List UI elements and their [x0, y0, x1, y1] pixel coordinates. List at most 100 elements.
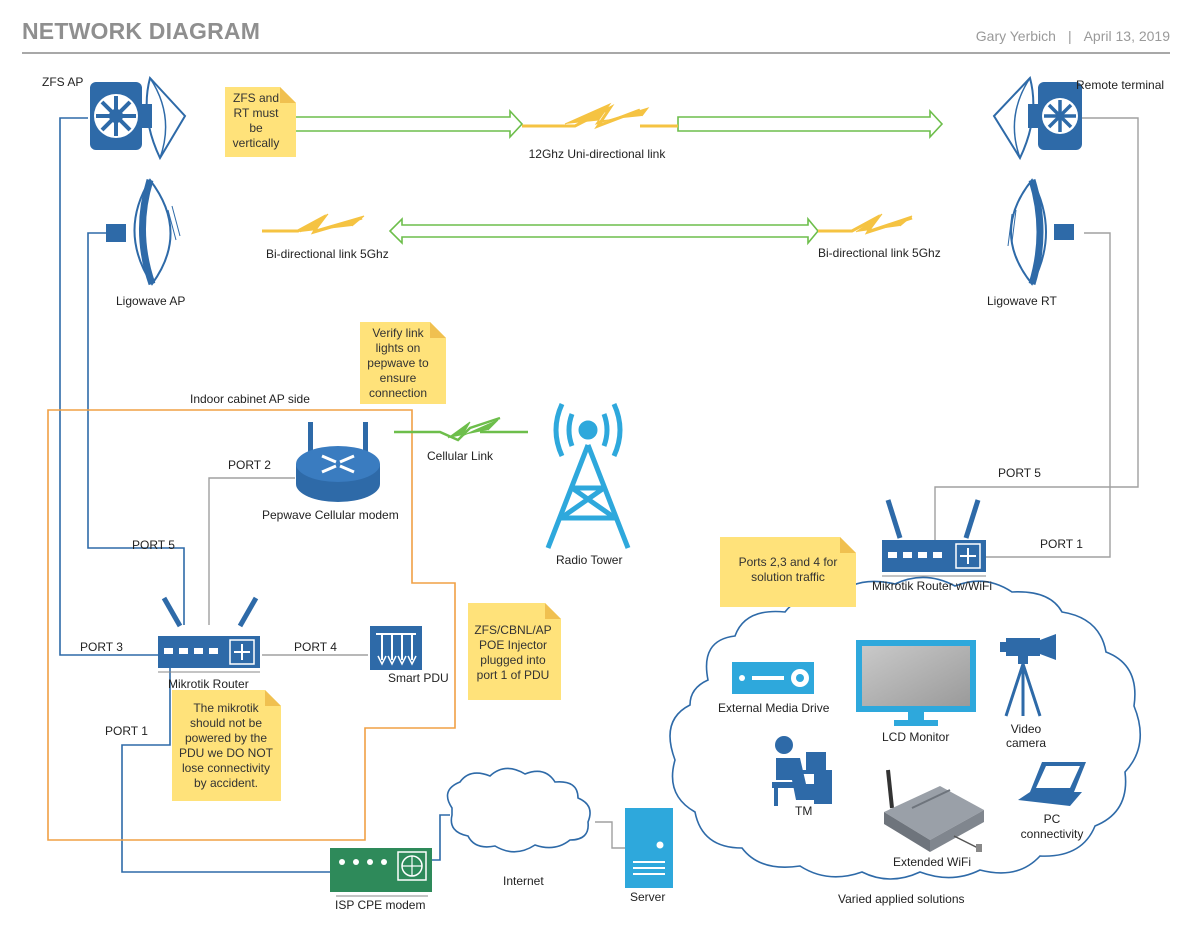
- remote-terminal-dish-icon: [992, 76, 1082, 161]
- port4-label: PORT 4: [294, 640, 337, 654]
- ligowave-rt-cable: [985, 232, 1111, 558]
- varied-solutions-label: Varied applied solutions: [838, 892, 965, 906]
- note-line: ZFS and: [233, 91, 279, 105]
- note-line: lose connectivity: [182, 761, 270, 775]
- note-line: powered by the: [185, 731, 267, 745]
- note-verify-link-text: Verify link lights on pepwave to ensure …: [367, 326, 429, 400]
- uni-link-label: 12Ghz Uni-directional link: [529, 147, 667, 161]
- note-zfs-rt-text: ZFS and RT must be vertically: [233, 91, 280, 150]
- note-line: connection: [369, 386, 427, 400]
- note-line: plugged into: [480, 653, 546, 667]
- radio-tower-label: Radio Tower: [556, 553, 622, 567]
- connections: [47, 117, 1139, 873]
- meta-separator: |: [1067, 28, 1072, 44]
- lcd-monitor-label: LCD Monitor: [882, 730, 949, 744]
- ligowave-rt-dish-icon: [1007, 178, 1074, 286]
- mikrotik-router-label: Mikrotik Router: [168, 677, 249, 691]
- note-line: ensure: [380, 371, 417, 385]
- ligowave-ap-dish-icon: [106, 178, 181, 286]
- internet-cloud-icon: [446, 767, 591, 853]
- pc-label-2: connectivity: [1021, 827, 1084, 841]
- ligowave-ap-label: Ligowave AP: [116, 294, 185, 308]
- zfs-ap-cable: [59, 117, 160, 656]
- title-divider: [22, 52, 1170, 54]
- note-line: pepwave to: [367, 356, 429, 370]
- pepwave-label: Pepwave Cellular modem: [262, 508, 399, 522]
- external-drive-label: External Media Drive: [718, 701, 830, 715]
- note-line: Ports 2,3 and 4 for: [739, 555, 838, 569]
- video-camera-icon: [1000, 634, 1056, 717]
- external-media-drive-icon: [732, 662, 814, 694]
- isp-cpe-label: ISP CPE modem: [335, 898, 425, 912]
- author: Gary Yerbich: [975, 28, 1056, 44]
- radio-tower-icon: [545, 402, 631, 549]
- port1-left-label: PORT 1: [105, 724, 148, 738]
- note-mikrotik-power: [172, 690, 281, 801]
- internet-server-cable: [595, 821, 625, 849]
- note-poe-injector-text: ZFS/CBNL/AP POE Injector plugged into po…: [474, 623, 551, 682]
- video-camera-label-2: camera: [1006, 736, 1046, 750]
- cellular-link: [394, 416, 528, 442]
- mikrotik-wifi-router-icon: [882, 499, 986, 577]
- extended-wifi-icon: [884, 769, 984, 852]
- note-line: PDU we DO NOT: [179, 746, 274, 760]
- bi-link-right-label: Bi-directional link 5Ghz: [818, 246, 941, 260]
- pepwave-cable: [208, 477, 295, 625]
- cpe-internet-cable: [432, 814, 450, 861]
- port3-label: PORT 3: [80, 640, 123, 654]
- note-mikrotik-power-text: The mikrotik should not be powered by th…: [179, 701, 274, 790]
- smart-pdu-icon: [370, 626, 422, 670]
- video-camera-label-1: Video: [1011, 722, 1042, 736]
- note-verify-link: [360, 322, 446, 404]
- remote-terminal-cable: [934, 117, 1139, 540]
- date: April 13, 2019: [1083, 28, 1170, 44]
- smart-pdu-label: Smart PDU: [388, 671, 449, 685]
- port5-right-label: PORT 5: [998, 466, 1041, 480]
- extended-wifi-label: Extended WiFi: [893, 855, 971, 869]
- note-line: Verify link: [372, 326, 424, 340]
- bi-directional-link: [262, 213, 913, 246]
- internet-label: Internet: [503, 874, 544, 888]
- note-line: port 1 of PDU: [477, 668, 550, 682]
- ligowave-rt-label: Ligowave RT: [987, 294, 1057, 308]
- ligowave-ap-cable: [87, 232, 185, 625]
- pepwave-modem-icon: [296, 422, 380, 502]
- indoor-cabinet-label: Indoor cabinet AP side: [190, 392, 310, 406]
- lcd-monitor-icon: [856, 640, 976, 726]
- note-line: ZFS/CBNL/AP: [474, 623, 551, 637]
- page-title: NETWORK DIAGRAM: [22, 18, 261, 44]
- uni-directional-link: [291, 102, 944, 140]
- zfs-ap-label: ZFS AP: [42, 75, 83, 89]
- pc-laptop-icon: [1018, 762, 1086, 806]
- port5-left-label: PORT 5: [132, 538, 175, 552]
- cellular-link-label: Cellular Link: [427, 449, 494, 463]
- pc-label-1: PC: [1044, 812, 1061, 826]
- page-meta: Gary Yerbich | April 13, 2019: [976, 28, 1170, 44]
- note-line: RT must: [234, 106, 280, 120]
- note-line: be: [249, 121, 263, 135]
- note-line: The mikrotik: [193, 701, 259, 715]
- note-zfs-rt: [225, 87, 296, 157]
- server-label: Server: [630, 890, 665, 904]
- tm-label: TM: [795, 804, 812, 818]
- zfs-ap-dish-icon: [90, 75, 187, 161]
- note-line: POE Injector: [479, 638, 547, 652]
- bi-link-left-label: Bi-directional link 5Ghz: [266, 247, 389, 261]
- note-line: by accident.: [194, 776, 258, 790]
- server-icon: [625, 808, 673, 888]
- mikrotik-router-icon: [158, 596, 260, 673]
- mikrotik-wifi-label: Mikrotik Router w/WiFi: [872, 579, 992, 593]
- remote-terminal-label: Remote terminal: [1076, 78, 1164, 92]
- note-line: solution traffic: [751, 570, 825, 584]
- note-poe-injector: [468, 603, 561, 700]
- note-ports-234: [720, 537, 856, 607]
- note-ports-234-text: Ports 2,3 and 4 for solution traffic: [739, 555, 838, 584]
- port2-label: PORT 2: [228, 458, 271, 472]
- note-line: lights on: [376, 341, 421, 355]
- note-line: vertically: [233, 136, 280, 150]
- tm-icon: [772, 736, 832, 806]
- isp-cable: [121, 668, 330, 873]
- note-line: should not be: [190, 716, 262, 730]
- isp-cpe-modem-icon: [330, 848, 432, 897]
